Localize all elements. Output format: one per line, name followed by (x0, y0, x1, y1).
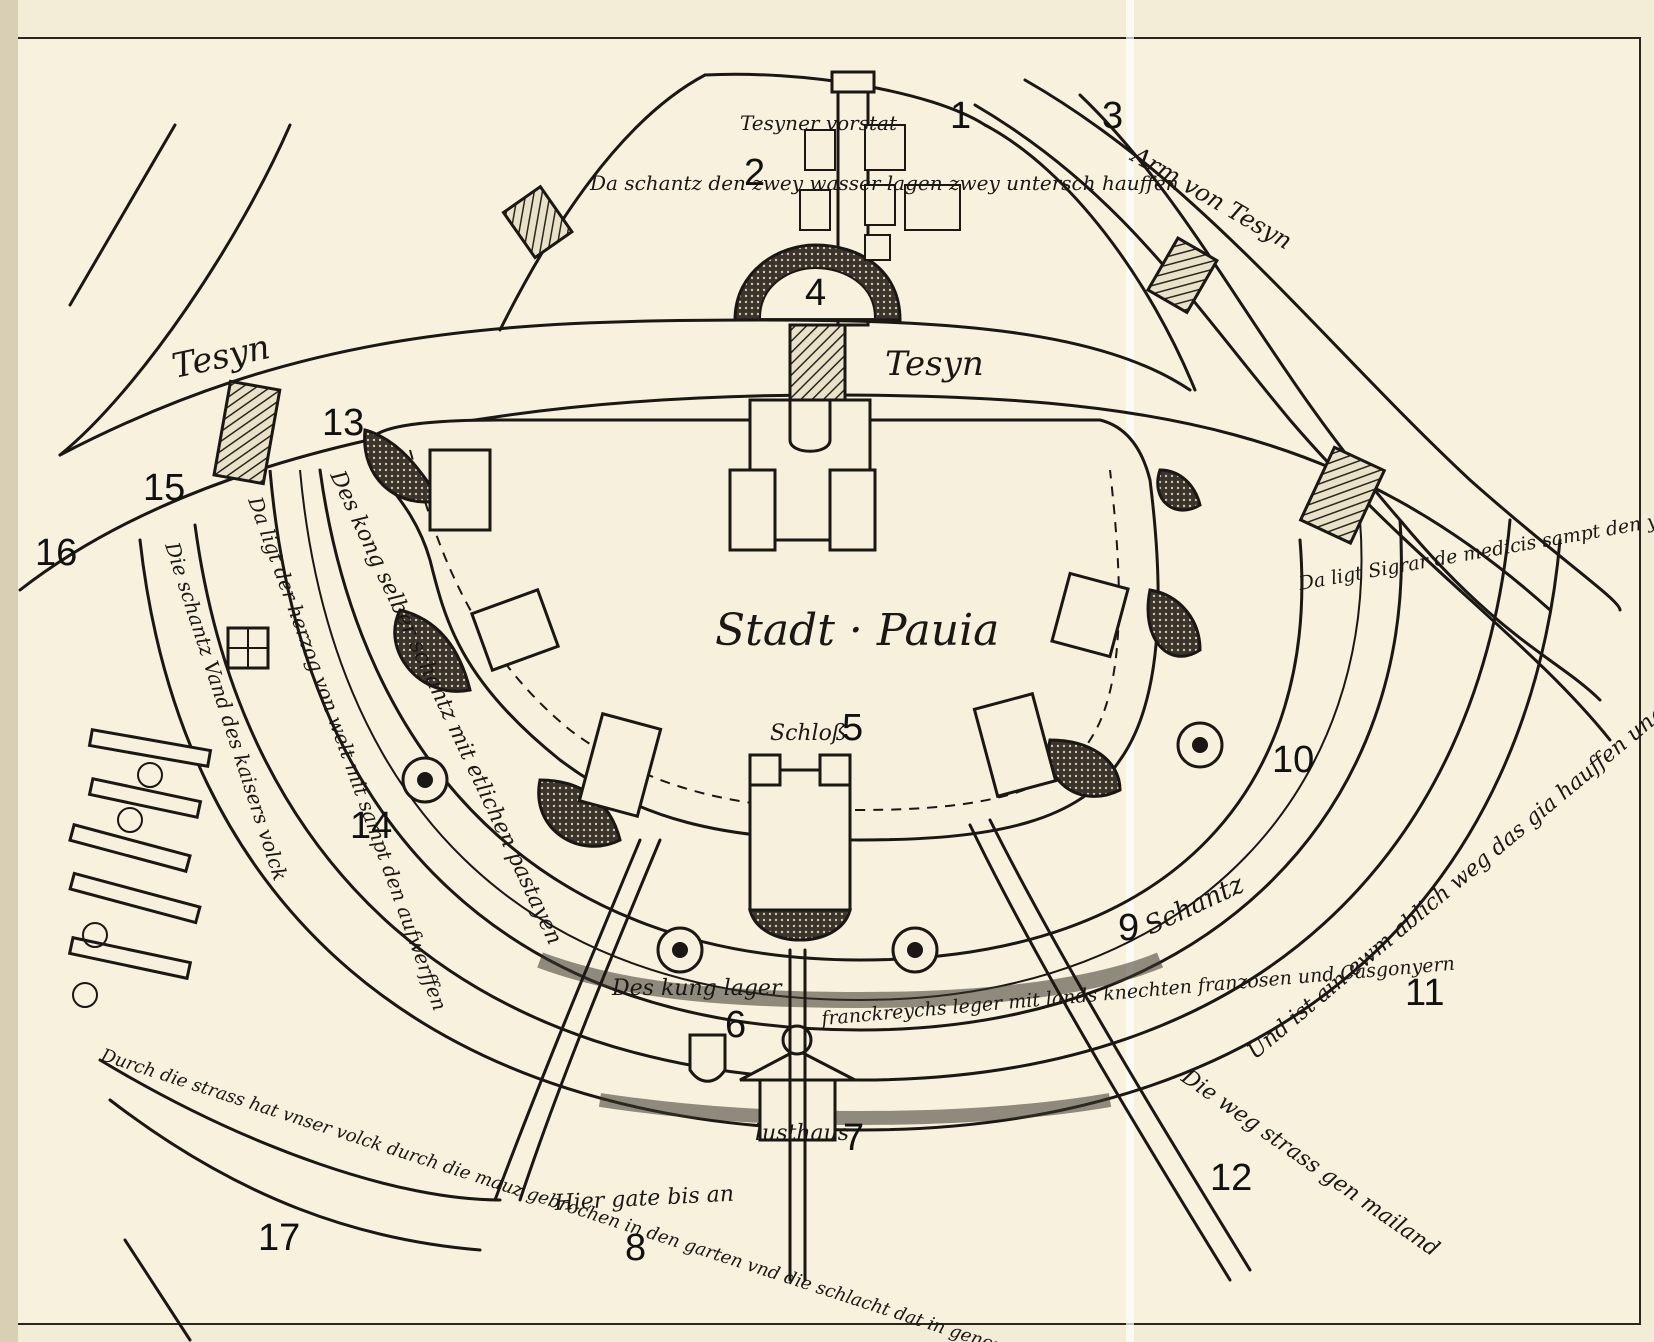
river-east-outer (1023, 78, 1622, 612)
bridge-northeast (1145, 235, 1219, 315)
suburb-west-edge (498, 73, 707, 332)
castle-schloss (748, 753, 852, 942)
road-southwest-a (518, 838, 662, 1202)
marker-2: 2 (744, 152, 765, 194)
schantz-ring (318, 468, 1304, 962)
suburb-east-edge (983, 123, 1197, 392)
bridge-east (1298, 445, 1387, 546)
marker-3: 3 (1102, 95, 1123, 137)
marker-16: 16 (35, 532, 77, 574)
marker-8: 8 (625, 1227, 646, 1269)
road-mailand-b (968, 823, 1232, 1282)
ditch-south (537, 952, 1164, 1009)
label-koenig-lager: Des kung lager (611, 976, 783, 1001)
suburb-houses (799, 124, 961, 261)
marker-17: 17 (258, 1217, 300, 1259)
marker-13: 13 (322, 402, 364, 444)
marker-11: 11 (1405, 972, 1444, 1014)
marker-5: 5 (842, 707, 863, 749)
label-lusthaus: lusthaus (755, 1121, 849, 1146)
city-wall (367, 418, 1160, 842)
artillery (67, 727, 213, 1008)
outer-ring-1 (138, 538, 1562, 1132)
marker-12: 12 (1210, 1157, 1252, 1199)
marker-6: 6 (725, 1004, 746, 1046)
vorstat-gate (830, 70, 876, 94)
marker-14: 14 (350, 805, 392, 847)
river-east-inner (973, 103, 1612, 742)
marker-15: 15 (143, 467, 185, 509)
river-label-north: Tesyn (885, 344, 984, 384)
label-schanz-north: Da schantz den zwey wasser lagen zwey un… (589, 171, 1179, 195)
bridge-west (212, 379, 282, 486)
bridge-northwest (501, 184, 574, 260)
city-label: Stadt · Pauia (715, 605, 999, 656)
road-mailand-a (988, 818, 1252, 1272)
ring-bastions (401, 721, 1224, 974)
city-bastions (363, 428, 1202, 848)
garden-edge (123, 1238, 192, 1342)
marker-4: 4 (805, 272, 826, 314)
french-shield (688, 1033, 727, 1083)
label-schloss: Schloß (770, 721, 847, 746)
garden-wall-a (98, 1058, 502, 1202)
road-southwest-b (493, 838, 642, 1202)
garden-wall-b (108, 1098, 482, 1252)
marker-10: 10 (1272, 739, 1314, 781)
lusthaus-building (739, 1024, 856, 1142)
outer-ring-3 (268, 469, 1403, 1032)
ditch-outer (598, 1093, 1112, 1126)
north-gate (728, 398, 877, 552)
river-tesyn-north-bank (58, 318, 1192, 457)
marker-1: 1 (950, 95, 971, 137)
river-west-inner (58, 123, 292, 457)
banner-cross (228, 628, 268, 668)
page-gutter (0, 0, 18, 1342)
number-markers: 1 2 3 4 5 6 7 8 9 10 11 12 13 14 15 16 1… (35, 95, 1444, 1269)
marker-9: 9 (1118, 907, 1139, 949)
bridge-north (788, 323, 847, 402)
marker-7: 7 (843, 1117, 864, 1159)
label-vorstat: Tesyner vorstat (740, 111, 898, 135)
river-west-outer (68, 123, 177, 307)
outer-ring-2 (193, 518, 1512, 1082)
wall-towers (428, 448, 1130, 819)
